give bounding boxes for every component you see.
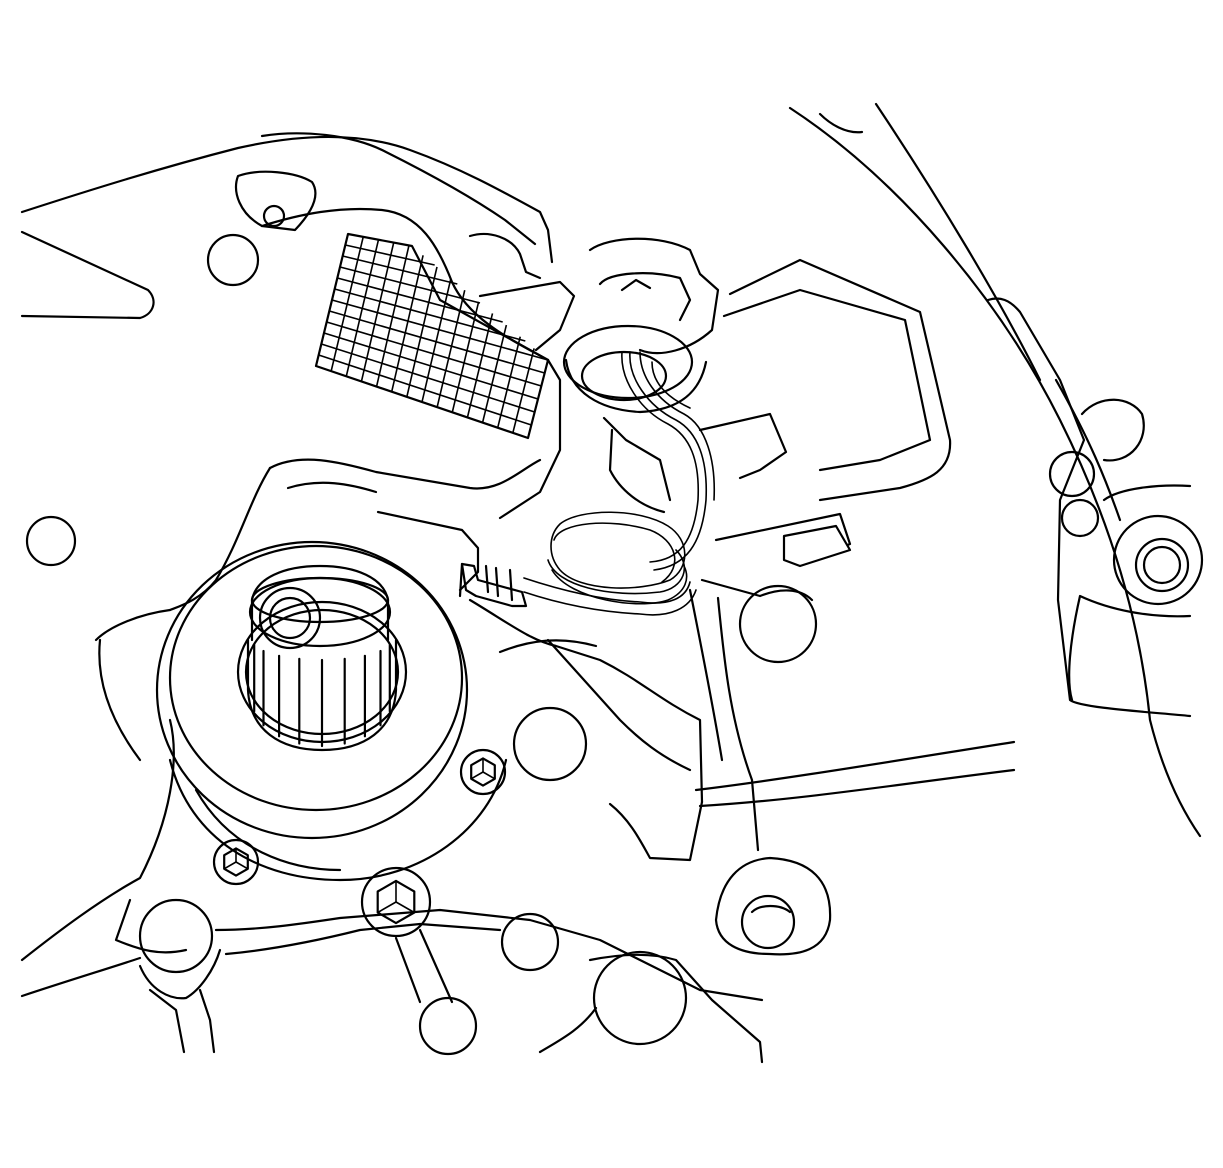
mounting-bolts	[212, 748, 507, 938]
bolt-head	[360, 866, 432, 938]
grid-hatch-line	[496, 336, 522, 428]
grid-hatch-line	[360, 242, 395, 382]
grid-hatch-line	[329, 310, 545, 374]
line-connector	[458, 562, 528, 608]
transaxle-case	[20, 132, 576, 998]
shift-lever	[602, 258, 952, 852]
hydraulic-line	[523, 351, 716, 616]
bolt-head	[459, 748, 507, 796]
grid-hatch-line	[331, 299, 549, 361]
grid-hatch-line	[375, 245, 410, 387]
grid-hatch-line	[406, 266, 438, 398]
grid-hatch-line	[466, 313, 494, 418]
grid-hatch-line	[339, 266, 481, 304]
bolt-bosses	[114, 856, 832, 1064]
grid-hatch-line	[421, 278, 452, 403]
grid-hatch-line	[334, 288, 526, 342]
grid-hatch-line	[451, 301, 480, 413]
bolt-head	[212, 838, 260, 886]
grid-hatch-line	[345, 239, 380, 377]
grid-hatch-line	[481, 324, 508, 423]
grid-hatch-line	[512, 348, 535, 434]
grommet	[562, 237, 720, 414]
grid-hatch-line	[390, 255, 424, 392]
grid-hatch-line	[337, 277, 503, 323]
shaded-rib-section	[314, 232, 550, 440]
clutch-release-bearing	[155, 540, 508, 882]
grid-hatch-line	[436, 290, 466, 408]
grid-hatch-line	[330, 236, 365, 372]
input-shaft-splines	[246, 564, 398, 752]
grid-hatch-line	[342, 255, 458, 285]
bell-housing-flange	[694, 102, 1204, 838]
